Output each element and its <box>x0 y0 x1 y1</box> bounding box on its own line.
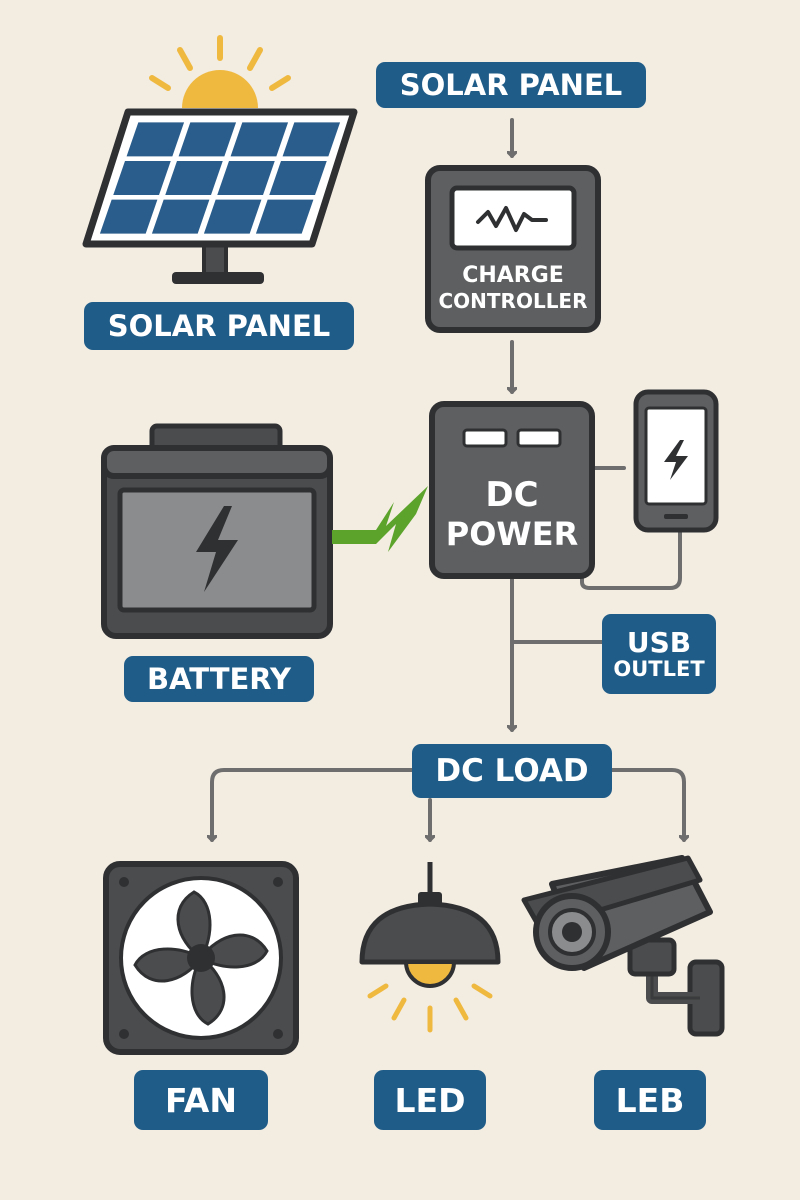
usb-outlet-label: USB OUTLET <box>602 614 716 694</box>
charge-controller-icon: CHARGE CONTROLLER <box>425 165 601 333</box>
solar-cell <box>165 160 223 196</box>
charge-controller-line2: CONTROLLER <box>438 289 587 313</box>
fan-label: FAN <box>134 1070 268 1130</box>
leb-label: LEB <box>594 1070 706 1130</box>
solar-cell <box>151 199 210 234</box>
solar-panel-top-label: SOLAR PANEL <box>376 62 646 108</box>
dc-load-label: DC LOAD <box>412 744 612 798</box>
usb-outlet-line2: OUTLET <box>613 656 705 681</box>
sun-icon <box>149 35 291 108</box>
solar-cell <box>126 122 185 157</box>
lightning-bolt-icon <box>332 486 428 552</box>
solar-cell <box>113 160 171 196</box>
solar-cell <box>255 199 314 234</box>
solar-cell <box>282 122 341 157</box>
dc-power-line2: POWER <box>446 515 578 553</box>
wire-phone-cable <box>580 530 682 590</box>
phone-icon <box>633 389 719 533</box>
usb-outlet-line1: USB <box>626 626 692 660</box>
solar-cell <box>178 122 237 157</box>
solar-cells <box>99 122 341 234</box>
solar-cell <box>203 199 262 234</box>
battery-icon <box>101 423 333 639</box>
battery-label: BATTERY <box>124 656 314 702</box>
charge-controller-line1: CHARGE <box>462 263 564 288</box>
dc-power-line1: DC <box>485 475 538 515</box>
solar-cell <box>230 122 289 157</box>
led-label: LED <box>374 1070 486 1130</box>
security-camera-icon <box>521 855 725 1037</box>
solar-cell <box>217 160 275 196</box>
led-lamp-icon <box>359 862 501 1033</box>
fan-icon <box>103 861 299 1055</box>
arrow-load-to-camera <box>610 768 684 842</box>
dc-power-icon: DC POWER <box>429 401 595 579</box>
solar-cell <box>99 199 158 234</box>
arrow-load-to-fan <box>212 768 414 842</box>
light-rays <box>367 983 493 1033</box>
solar-cell <box>269 160 327 196</box>
fan-blades <box>133 890 269 1026</box>
solar-panel-label: SOLAR PANEL <box>84 302 354 350</box>
wiring <box>212 118 684 842</box>
solar-panel-icon <box>82 108 358 284</box>
